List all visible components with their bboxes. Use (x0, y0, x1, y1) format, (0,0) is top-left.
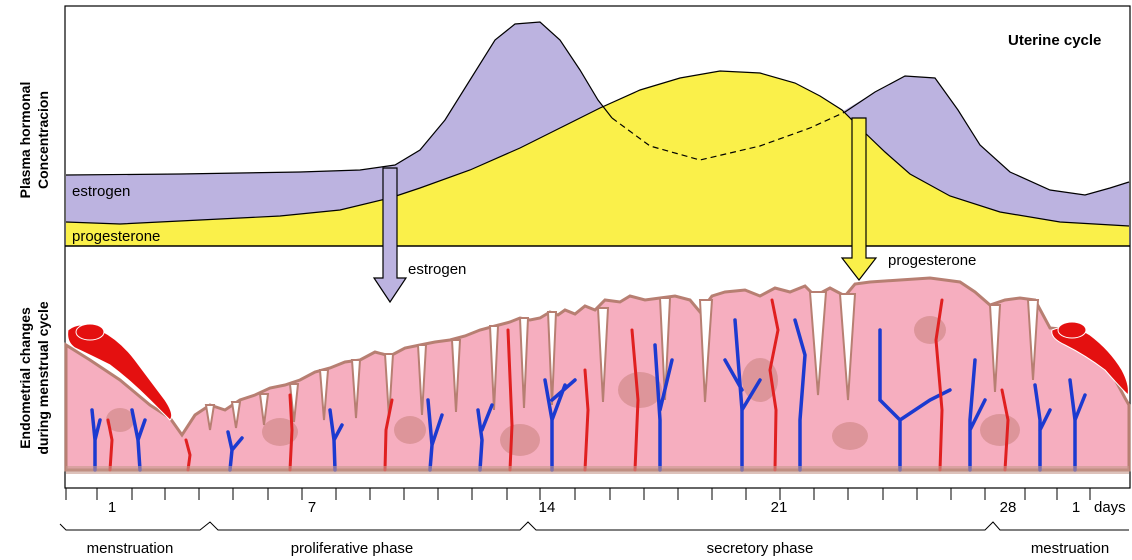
endometrium-ylabel-line2: during menstrual cycle (35, 301, 51, 454)
basal-layer (66, 466, 1129, 474)
day-axis (66, 488, 1090, 500)
progesterone-area-label: progesterone (72, 228, 160, 245)
estrogen-arrow-label: estrogen (408, 261, 466, 278)
day-label-14: 14 (539, 499, 556, 516)
hormone-ylabel-line2: Concentracion (35, 91, 51, 189)
phase-secretory: secretory phase (707, 540, 814, 557)
chart-title: Uterine cycle (1008, 32, 1101, 49)
progesterone-arrow-label: progesterone (888, 252, 976, 269)
day-label-1-next: 1 (1072, 499, 1080, 516)
estrogen-area-label: estrogen (72, 183, 130, 200)
phase-menstruation: menstruation (87, 540, 174, 557)
phase-mestruation: mestruation (1031, 540, 1109, 557)
day-label-1: 1 (108, 499, 116, 516)
day-axis-unit: days (1094, 499, 1126, 516)
endometrium-ylabel-line1: Endometrial changes (17, 307, 33, 449)
phase-brackets (60, 522, 1129, 530)
day-label-21: 21 (771, 499, 788, 516)
hormone-ylabel-line1: Plasma hormonal (17, 82, 33, 199)
day-label-7: 7 (308, 499, 316, 516)
phase-proliferative: proliferative phase (291, 540, 414, 557)
day-label-28: 28 (1000, 499, 1017, 516)
